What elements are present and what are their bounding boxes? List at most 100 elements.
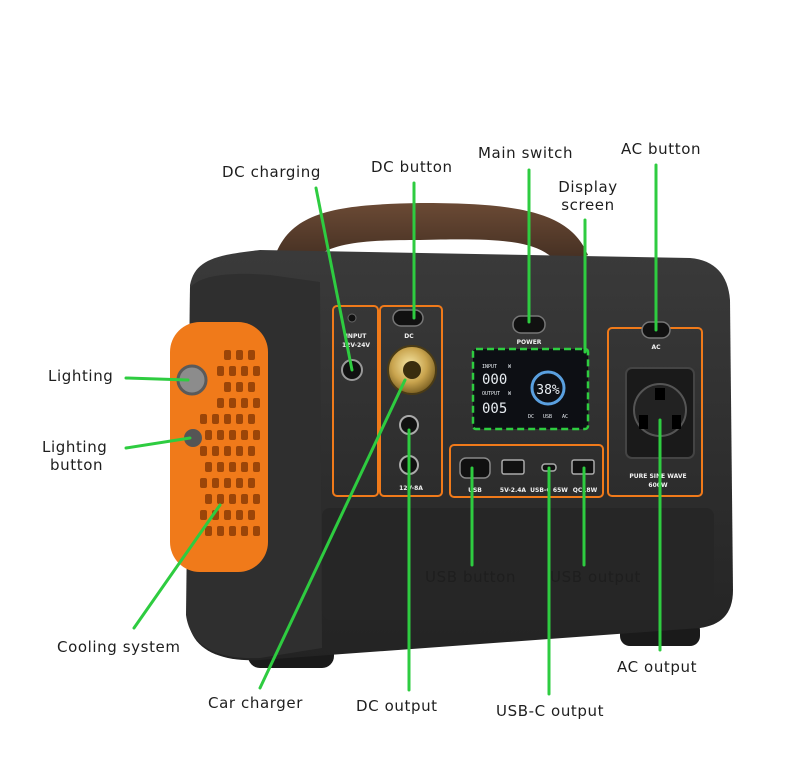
ac-spec-label: PURE SINE WAVE: [629, 473, 686, 480]
ac-pin-top: [655, 388, 665, 400]
vent-slot: [205, 430, 212, 440]
battery-ring: [530, 370, 566, 406]
vent-slot: [236, 446, 243, 456]
label-ac-button: AC button: [621, 140, 702, 158]
vent-slot: [224, 414, 231, 424]
lighting-button[interactable]: [184, 429, 202, 447]
input-voltage-label: 12V-24V: [342, 342, 370, 349]
label-display-line2: screen: [561, 196, 615, 214]
ac-label: AC: [651, 344, 661, 351]
vent-slot: [236, 350, 243, 360]
vent-slot: [217, 494, 224, 504]
vent-slot: [224, 446, 231, 456]
label-display-line1: Display: [558, 178, 618, 196]
label-lighting: Lighting: [48, 367, 114, 385]
vent-slot: [200, 414, 207, 424]
vent-slot: [229, 398, 236, 408]
vent-slot: [248, 350, 255, 360]
vent-slot: [224, 350, 231, 360]
ac-power-label: 600W: [648, 482, 668, 489]
line-cooling: [132, 503, 222, 630]
label-ac-output: AC output: [617, 658, 698, 676]
lcd-output-label: OUTPUT: [482, 391, 500, 397]
front-lower-panel: [322, 508, 714, 620]
label-usb-button: USB button: [425, 568, 517, 586]
lcd-output-value: 005: [482, 401, 507, 417]
label-dc-charging: DC charging: [222, 163, 321, 181]
vent-slot: [236, 382, 243, 392]
vent-slot: [205, 462, 212, 472]
dc-button[interactable]: [392, 309, 424, 327]
vent-slot: [253, 398, 260, 408]
lcd-input-label: INPUT: [482, 364, 497, 370]
vent-slot: [200, 446, 207, 456]
vent-slot: [212, 446, 219, 456]
vent-slot: [241, 494, 248, 504]
lcd-indicator-dc: DC: [528, 414, 534, 420]
vent-slot: [200, 478, 207, 488]
vent-slot: [217, 366, 224, 376]
vent-slot: [224, 510, 231, 520]
ac-pin-right: [672, 415, 681, 429]
vent-slot: [248, 510, 255, 520]
display-screen: [471, 347, 590, 431]
lcd-input-unit: W: [508, 364, 512, 370]
usb-button[interactable]: [459, 457, 491, 479]
label-dc-output: DC output: [356, 697, 438, 715]
usb-frame: [449, 444, 604, 498]
lcd-battery-percent: 38%: [536, 383, 560, 398]
label-lighting-button: Lighting button: [42, 438, 107, 474]
vent-slot: [248, 414, 255, 424]
vent-slot: [236, 478, 243, 488]
vent-slot: [248, 382, 255, 392]
vent-slot: [253, 494, 260, 504]
usb-label: USB: [468, 487, 482, 494]
vent-slot: [229, 430, 236, 440]
label-car-charger: Car charger: [208, 694, 303, 712]
vent-slot: [229, 494, 236, 504]
label-main-switch: Main switch: [478, 144, 574, 162]
vent-slot: [236, 510, 243, 520]
vent-slot: [241, 526, 248, 536]
vent-slot: [224, 382, 231, 392]
vent-slot: [241, 366, 248, 376]
label-usb-c-output: USB-C output: [496, 702, 605, 720]
dc-output-spec: 12V-8A: [399, 485, 423, 492]
label-lighting-button-line2: button: [50, 456, 104, 474]
label-usb-output: USB output: [550, 568, 642, 586]
vent-slot: [253, 462, 260, 472]
usb-a-spec: 5V-2.4A: [500, 487, 527, 494]
dc-label: DC: [404, 333, 414, 340]
power-label: POWER: [517, 339, 542, 346]
label-lighting-button-line1: Lighting: [42, 438, 108, 456]
lcd-indicator-usb: USB: [543, 414, 552, 420]
label-display-screen: Display screen: [548, 178, 628, 214]
vent-slot: [229, 366, 236, 376]
vent-slot: [253, 366, 260, 376]
vent-slot: [241, 430, 248, 440]
line-lighting-button: [124, 436, 192, 450]
vent-slot: [253, 526, 260, 536]
vent-slot: [217, 526, 224, 536]
vent-slot: [248, 478, 255, 488]
line-dc-charging: [314, 186, 354, 372]
vent-slot: [253, 430, 260, 440]
label-cooling-system: Cooling system: [57, 638, 181, 656]
dc-output-frame: [379, 305, 443, 497]
lcd-indicator-ac: AC: [562, 414, 568, 420]
vent-slot: [200, 510, 207, 520]
usb-a-port-1[interactable]: [501, 459, 525, 475]
vent-slot: [212, 478, 219, 488]
lcd-input-value: 000: [482, 372, 507, 388]
vent-slot: [241, 398, 248, 408]
vent-slot: [248, 446, 255, 456]
vent-slot: [217, 430, 224, 440]
label-dc-button: DC button: [371, 158, 453, 176]
vent-slot: [224, 478, 231, 488]
vent-slot: [217, 398, 224, 408]
lcd-output-unit: W: [508, 391, 512, 397]
vent-slot: [241, 462, 248, 472]
ac-pin-left: [639, 415, 648, 429]
vent-slot: [229, 462, 236, 472]
